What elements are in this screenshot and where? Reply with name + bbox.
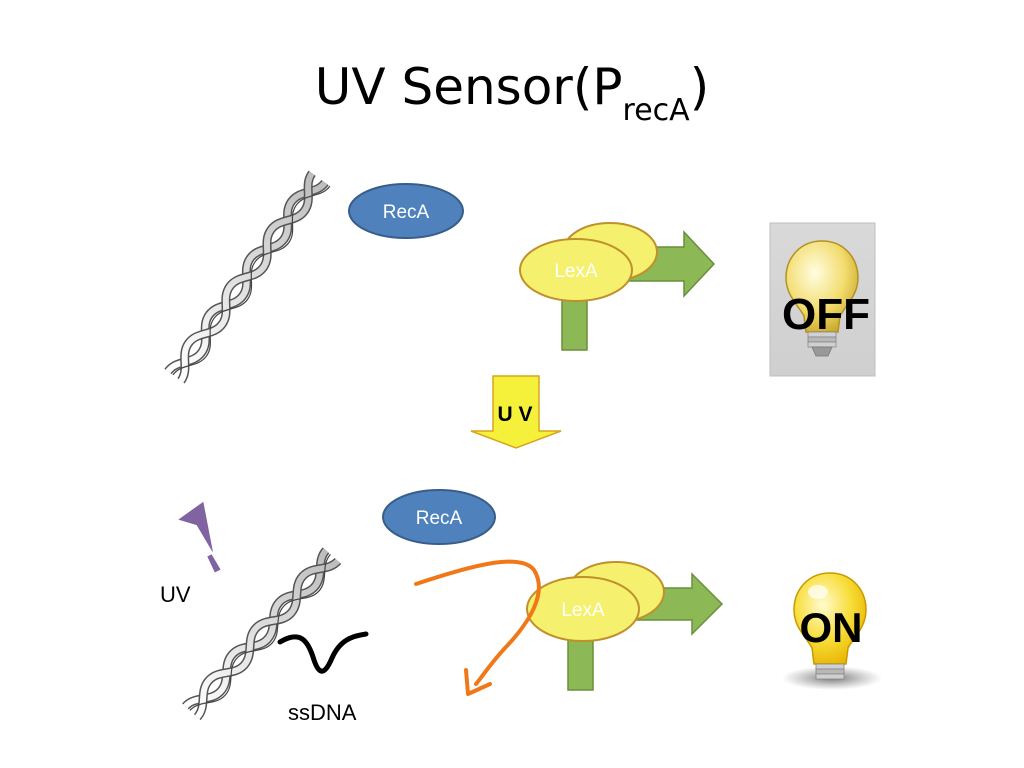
lexa-label-bottom: LexA [561, 600, 605, 621]
dna-helix-bottom [182, 547, 342, 721]
lexa-dimer-bottom: LexA [526, 561, 665, 642]
title-main: UV Sensor(P [314, 58, 623, 116]
title-subscript: recA [622, 93, 690, 128]
lexa-dimer-top: LexA [519, 222, 658, 302]
uv-lightning-icon [173, 498, 237, 621]
ssdna-label: ssDNA [288, 700, 357, 725]
orange-curve-arrow [414, 559, 541, 696]
uv-transition-arrow: U V [470, 375, 562, 449]
title-close: ) [689, 58, 710, 116]
dna-helix-top [164, 170, 331, 384]
bulb-on-label: ON [800, 604, 863, 651]
reca-protein-top: RecA [348, 183, 464, 239]
lightbulb-off-icon: OFF [769, 222, 876, 377]
uv-label: UV [160, 582, 191, 607]
uv-arrow-label: U V [497, 403, 532, 426]
reca-label-bottom: RecA [416, 508, 463, 529]
reca-label-top: RecA [383, 202, 430, 223]
bulb-off-label: OFF [782, 290, 870, 339]
slide-title: UV Sensor(PrecA) [0, 62, 1024, 126]
lightbulb-on-icon: ON [782, 572, 882, 690]
ssdna-strand [277, 631, 369, 674]
lexa-label-top: LexA [554, 261, 598, 282]
reca-protein-bottom: RecA [382, 489, 496, 545]
